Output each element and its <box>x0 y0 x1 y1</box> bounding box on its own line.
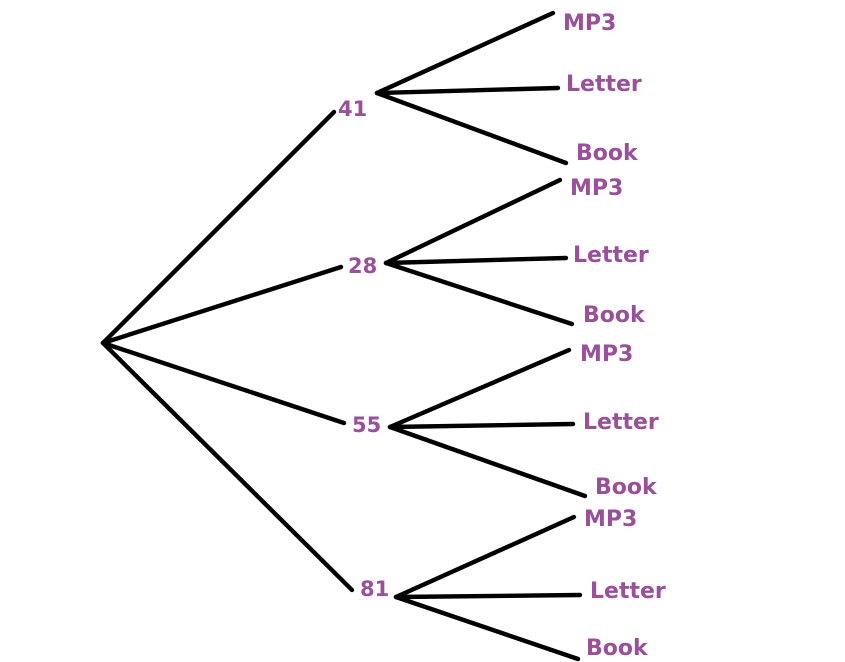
edge-28-to-mp3 <box>383 177 563 266</box>
node-81-branch-edges <box>393 514 583 662</box>
node-label-55: 55 <box>352 413 382 437</box>
leaf-label-55-mp3: MP3 <box>580 342 634 367</box>
node-55-branch-edges <box>387 347 588 499</box>
edge-root-to-81 <box>100 340 355 593</box>
leaf-label-28-mp3: MP3 <box>570 176 624 201</box>
edge-root-to-41 <box>100 109 337 346</box>
leaf-label-41-letter: Letter <box>566 72 642 97</box>
edge-41-to-book <box>374 90 569 166</box>
edge-55-to-book <box>387 424 588 499</box>
edge-28-to-book <box>383 260 575 327</box>
node-label-81: 81 <box>360 577 390 601</box>
leaf-label-28-letter: Letter <box>573 243 649 268</box>
leaf-label-55-letter: Letter <box>583 410 659 435</box>
edge-root-to-55 <box>100 340 347 426</box>
leaf-label-81-book: Book <box>586 636 648 661</box>
leaf-label-41-mp3: MP3 <box>563 11 617 36</box>
edge-28-to-letter <box>383 255 569 266</box>
node-label-28: 28 <box>348 254 378 278</box>
edge-81-to-book <box>393 594 581 662</box>
leaf-label-81-letter: Letter <box>590 579 666 604</box>
edge-55-to-letter <box>387 421 576 430</box>
edge-81-to-letter <box>393 592 583 600</box>
edge-root-to-28 <box>100 264 344 346</box>
leaf-label-28-book: Book <box>583 303 645 328</box>
edge-81-to-mp3 <box>393 514 577 600</box>
root-branch-edges <box>100 109 355 593</box>
node-label-41: 41 <box>338 97 368 121</box>
leaf-label-41-book: Book <box>576 141 638 166</box>
leaf-label-81-mp3: MP3 <box>584 507 638 532</box>
edge-55-to-mp3 <box>387 347 572 430</box>
edge-41-to-letter <box>374 85 561 96</box>
edge-41-to-mp3 <box>374 10 556 96</box>
node-28-branch-edges <box>383 177 575 327</box>
leaf-label-55-book: Book <box>595 475 657 500</box>
node-41-branch-edges <box>374 10 569 166</box>
